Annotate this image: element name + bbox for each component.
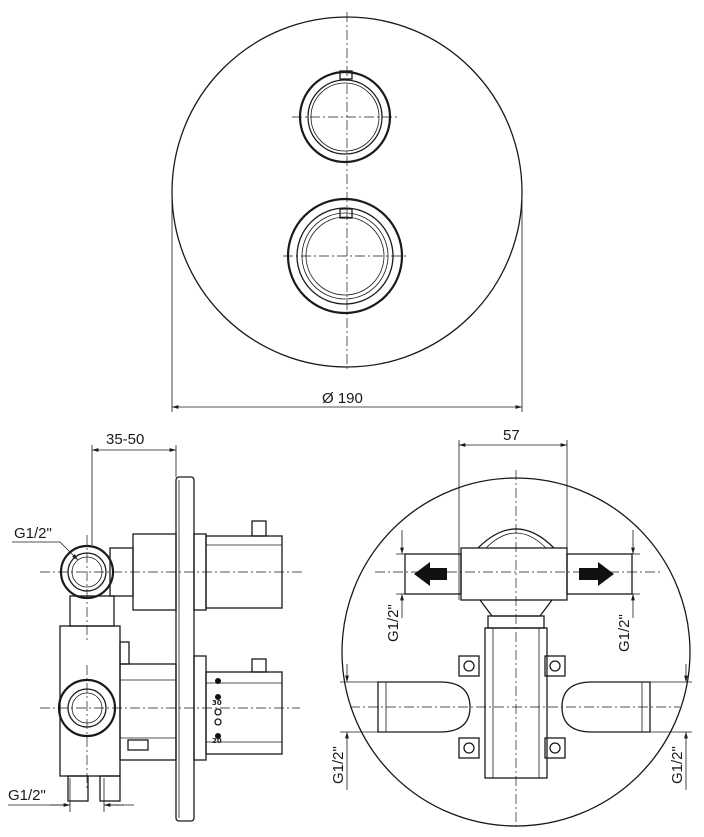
rear-left-bottom-thread-dimension: [340, 664, 378, 790]
depth-dimension: [91, 445, 177, 545]
side-lower-inlet: [57, 665, 117, 790]
mounting-lugs: [458, 655, 566, 759]
side-upper-handle: [193, 520, 283, 611]
outlet-spacing-dimension: [458, 440, 568, 600]
side-top-thread-label: G1/2": [14, 525, 52, 542]
side-upper-inlet: [59, 535, 115, 640]
side-bottom-thread-label: G1/2": [8, 787, 46, 804]
rear-right-top-thread-label: G1/2": [616, 614, 633, 652]
scale-mark-upper: 30: [212, 699, 222, 707]
side-bottom-thread-dimension: [8, 778, 134, 812]
right-flow-arrow-icon: [579, 562, 614, 586]
rear-left-top-thread-label: G1/2": [385, 604, 402, 642]
rear-right-inlet: [561, 681, 651, 733]
rear-right-top-thread-dimension: [567, 530, 640, 618]
rear-right-bottom-thread-label: G1/2": [669, 746, 686, 784]
upper-control-knob: [292, 70, 400, 164]
scale-mark-lower: 20: [212, 737, 222, 745]
rear-right-bottom-thread-dimension: [650, 664, 692, 790]
front-view: [171, 12, 523, 412]
left-flow-arrow-icon: [414, 562, 447, 586]
valve-body: [59, 533, 177, 802]
lower-control-knob: [283, 197, 408, 315]
rear-left-bottom-thread-label: G1/2": [330, 746, 347, 784]
diameter-dimension: [171, 192, 523, 412]
diameter-label: Ø 190: [322, 390, 363, 407]
depth-label: 35-50: [106, 431, 144, 448]
rear-view: [340, 440, 692, 830]
outlet-spacing-label: 57: [503, 427, 520, 444]
wall-plate: [175, 476, 195, 822]
rear-left-top-thread-dimension: [396, 530, 461, 618]
side-view: [8, 445, 305, 822]
rear-left-inlet: [377, 681, 471, 733]
rear-mixer-body: [484, 627, 548, 779]
